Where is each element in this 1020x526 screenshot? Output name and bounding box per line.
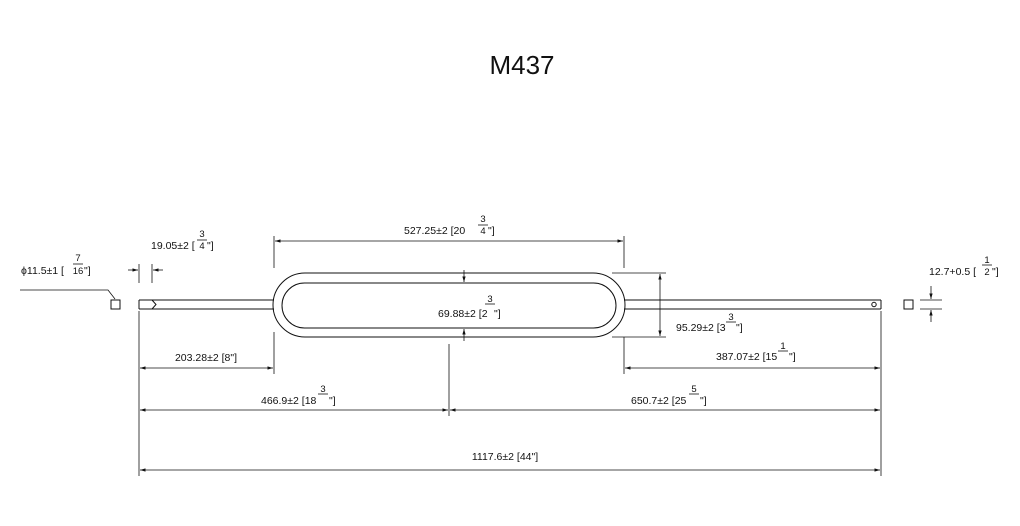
square-size-label: 12.7+0.5 [ xyxy=(929,266,976,278)
left-segment-dimension: 203.28±2 [8"] xyxy=(138,311,275,476)
right-segment-label: 387.07±2 [15 xyxy=(716,351,777,363)
center-to-right-label: 650.7±2 [25 xyxy=(631,395,687,407)
loop-inner-dimension: 3 69.88±2 [2 "] xyxy=(438,270,501,341)
left-tip-bevel xyxy=(151,299,157,310)
loop-outer xyxy=(272,272,626,338)
wire-diameter-callout: ϕ11.5±1 [ 7 16 "] xyxy=(20,253,116,300)
wire-diameter-frac-den: 16 xyxy=(73,266,84,277)
loop-length-frac-num: 3 xyxy=(480,214,485,225)
loop-inner-label: 69.88±2 [2 xyxy=(438,308,488,320)
loop-outer-frac-num: 3 xyxy=(728,312,733,323)
loop-inner xyxy=(281,282,617,329)
tip-length-label: 19.05±2 [ xyxy=(151,240,195,252)
loop-length-frac-den: 4 xyxy=(480,226,485,237)
tip-length-close: "] xyxy=(207,240,214,252)
wire-diameter-close: "] xyxy=(84,265,91,277)
right-end-hole xyxy=(871,301,877,308)
right-segment-close: "] xyxy=(789,351,796,363)
center-to-right-frac-num: 5 xyxy=(691,384,696,395)
loop-outer-close: "] xyxy=(736,322,743,334)
loop-inner-close: "] xyxy=(494,308,501,320)
square-size-dimension: 12.7+0.5 [ 1 2 "] xyxy=(920,255,999,322)
right-wire xyxy=(624,299,882,310)
center-to-right-close: "] xyxy=(700,395,707,407)
overall-length-label: 1117.6±2 [44"] xyxy=(472,451,538,463)
left-to-center-label: 466.9±2 [18 xyxy=(261,395,317,407)
drawing-title: M437 xyxy=(489,50,554,80)
tip-length-dimension: 19.05±2 [ 3 4 "] xyxy=(128,229,214,283)
loop-length-close: "] xyxy=(488,225,495,237)
loop-length-label: 527.25±2 [20 xyxy=(404,225,465,237)
wire-diameter-label: ϕ11.5±1 [ xyxy=(21,265,64,277)
square-size-frac-num: 1 xyxy=(984,255,989,266)
tip-length-frac-num: 3 xyxy=(199,229,204,240)
loop-outer-label: 95.29±2 [3 xyxy=(676,322,726,334)
overall-length-dimension: 1117.6±2 [44"] xyxy=(140,451,880,472)
left-to-center-frac-num: 3 xyxy=(320,384,325,395)
center-split-dimension: 466.9±2 [18 3 "] 650.7±2 [25 5 "] xyxy=(140,344,880,416)
square-size-frac-den: 2 xyxy=(984,267,989,278)
wire-diameter-frac-num: 7 xyxy=(75,253,80,264)
square-size-close: "] xyxy=(992,266,999,278)
loop-length-dimension: 527.25±2 [20 3 4 "] xyxy=(273,214,625,268)
left-section-square xyxy=(110,299,121,310)
tip-length-frac-den: 4 xyxy=(199,241,204,252)
left-to-center-close: "] xyxy=(329,395,336,407)
left-wire xyxy=(138,299,274,310)
right-segment-frac-num: 1 xyxy=(780,341,785,352)
loop-inner-frac-num: 3 xyxy=(487,294,492,305)
part-outline xyxy=(138,272,882,338)
left-segment-label: 203.28±2 [8"] xyxy=(175,352,237,364)
right-section-square xyxy=(903,299,914,310)
loop-outer-dimension: 3 95.29±2 [3 "] xyxy=(612,272,743,338)
right-segment-dimension: 387.07±2 [15 1 "] xyxy=(623,311,882,476)
